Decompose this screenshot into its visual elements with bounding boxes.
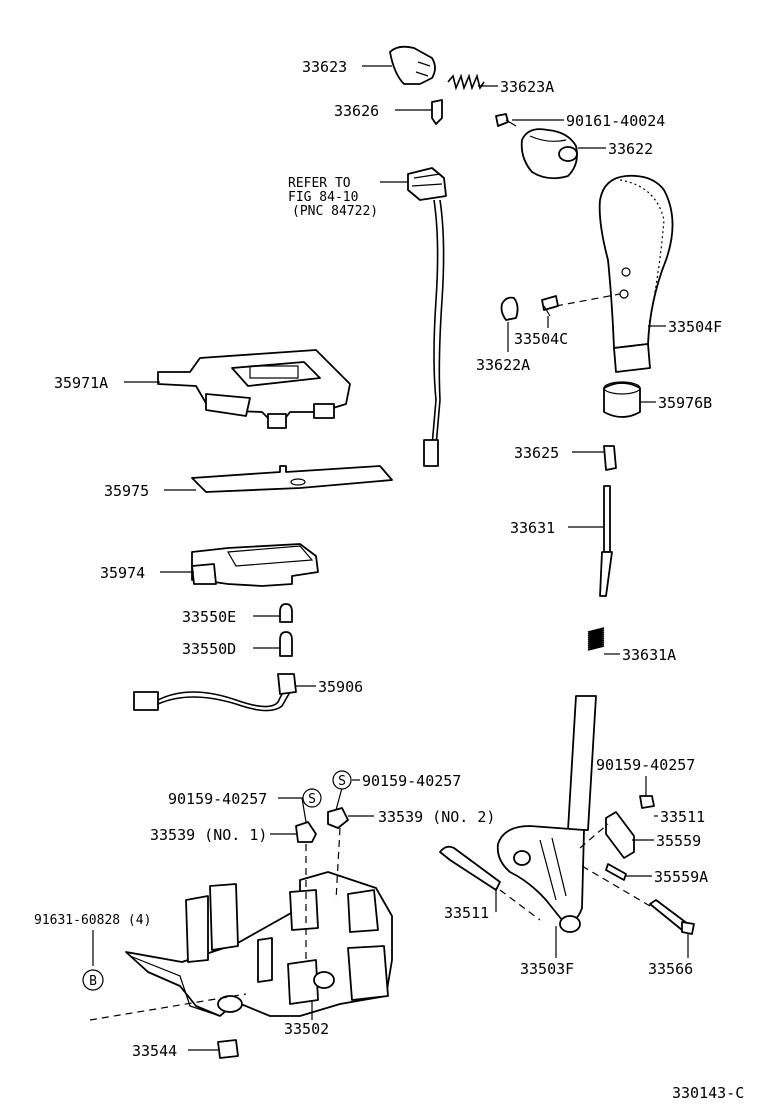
label-33631: 33631 [510, 519, 555, 537]
part-33625-clip [603, 445, 617, 471]
part-33622-knob-cover [520, 128, 578, 180]
label-33503F: 33503F [520, 960, 574, 978]
part-33566-bolt [649, 899, 695, 935]
part-35971A-indicator-housing [157, 349, 351, 429]
label-33625: 33625 [514, 444, 559, 462]
part-33539-no1-bracket [295, 821, 317, 843]
label-33504F: 33504F [668, 318, 722, 336]
part-33631A-spring [587, 627, 605, 651]
part-33550E-bulb [279, 603, 293, 623]
label-33544: 33544 [132, 1042, 177, 1060]
label-33631A: 33631A [622, 646, 676, 664]
part-35906-harness [133, 673, 297, 712]
symbol-s-mid: S [302, 788, 322, 808]
part-33511-bolt-upper [639, 795, 655, 809]
label-33511-upper: 33511 [660, 808, 705, 826]
symbol-s-right: S [332, 770, 352, 790]
part-33544-bushing [217, 1039, 239, 1059]
part-35559A-pin [605, 863, 627, 881]
label-33511-lower: 33511 [444, 904, 489, 922]
part-33623-push-button [389, 45, 436, 85]
dashed-guide-lines [89, 293, 651, 1021]
part-33623A-spring [447, 73, 485, 91]
label-33550E: 33550E [182, 608, 236, 626]
part-33503F-lever-assembly [496, 695, 597, 933]
part-33504C-screw [541, 295, 559, 317]
part-33504F-shift-knob [598, 174, 674, 373]
part-33502-base-bracket [125, 871, 393, 1017]
label-33539-no2: 33539 (NO. 2) [378, 808, 495, 826]
label-33623A: 33623A [500, 78, 554, 96]
label-35974: 35974 [100, 564, 145, 582]
label-33566: 33566 [648, 960, 693, 978]
part-33550D-bulb [279, 631, 293, 657]
label-90159-far-right: 90159-40257 [596, 756, 695, 774]
part-33511-bolt-lower [439, 845, 501, 891]
label-90161: 90161-40024 [566, 112, 665, 130]
svg-text:S: S [338, 774, 346, 789]
part-35974-indicator-panel [191, 543, 319, 587]
leader-lines [92, 65, 689, 1051]
label-33626: 33626 [334, 102, 379, 120]
label-33502: 33502 [284, 1020, 329, 1038]
label-35976B: 35976B [658, 394, 712, 412]
label-35975: 35975 [104, 482, 149, 500]
part-33626-clip [431, 99, 443, 125]
part-35559-bracket [605, 811, 635, 859]
part-refer-connector-harness [407, 167, 447, 467]
part-90161-screw [495, 113, 517, 127]
label-refer-line2: FIG 84-10 [288, 190, 358, 205]
part-35976B-collar [603, 381, 641, 418]
label-33550D: 33550D [182, 640, 236, 658]
label-35559: 35559 [656, 832, 701, 850]
label-90159-right: 90159-40257 [362, 772, 461, 790]
part-33631-rod [599, 485, 613, 597]
label-33623: 33623 [302, 58, 347, 76]
part-33622A-plug [500, 296, 519, 321]
part-35975-slide-plate [191, 465, 393, 493]
label-33539-no1: 33539 (NO. 1) [150, 826, 267, 844]
label-35559A: 35559A [654, 868, 708, 886]
svg-text:S: S [308, 792, 316, 807]
symbol-b: B [82, 969, 104, 991]
part-33539-no2-bracket [327, 807, 349, 829]
label-refer-line1: REFER TO [288, 176, 351, 191]
label-91631: 91631-60828 (4) [34, 913, 151, 928]
label-33504C: 33504C [514, 330, 568, 348]
label-33622A: 33622A [476, 356, 530, 374]
svg-text:B: B [89, 974, 97, 989]
label-33622: 33622 [608, 140, 653, 158]
label-refer-line3: (PNC 84722) [292, 204, 378, 219]
label-35906: 35906 [318, 678, 363, 696]
drawing-number: 330143-C [672, 1084, 744, 1102]
label-90159-mid: 90159-40257 [168, 790, 267, 808]
part-labels: 33623 33623A 33626 90161-40024 33622 REF… [34, 58, 744, 1102]
label-35971A: 35971A [54, 374, 108, 392]
